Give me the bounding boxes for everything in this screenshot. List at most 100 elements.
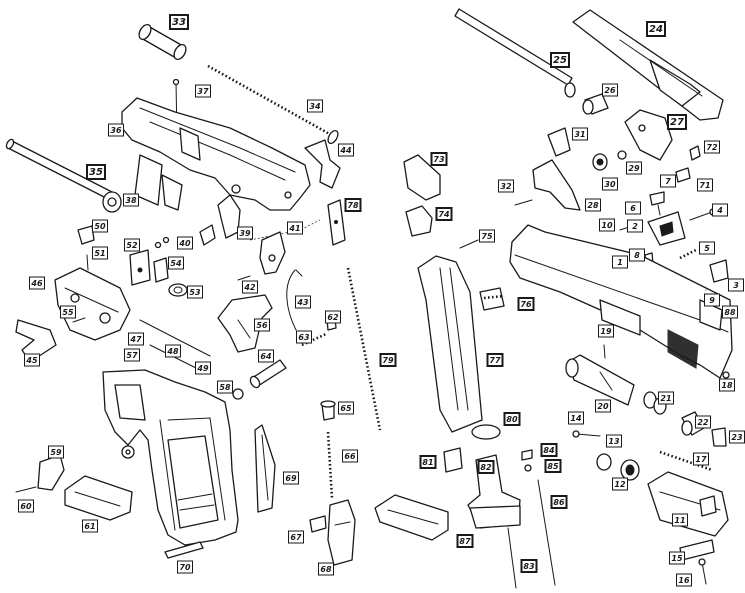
part-label-number: 31	[574, 130, 585, 139]
part-label-box	[165, 344, 181, 358]
part-label-19: 19	[598, 324, 614, 338]
part-15	[679, 539, 715, 561]
part-screw-40	[199, 224, 216, 246]
part-label-14: 14	[568, 411, 584, 425]
part-label-number: 3	[733, 281, 739, 290]
part-label-75: 75	[479, 229, 495, 243]
part-label-box	[697, 178, 713, 192]
part-label-number: 43	[296, 298, 309, 307]
part-knob-12	[620, 459, 640, 481]
part-label-box	[295, 295, 311, 309]
part-label-number: 53	[189, 288, 201, 297]
part-label-number: 7	[665, 177, 671, 186]
part-label-39: 39	[237, 226, 253, 240]
part-label-number: 6	[630, 204, 636, 213]
part-label-85: 85	[544, 459, 562, 473]
part-label-box	[712, 203, 728, 217]
part-label-43: 43	[295, 295, 311, 309]
part-label-number: 5	[704, 244, 710, 253]
part-label-box	[658, 391, 674, 405]
part-labels: 1234567891011121314151617181920212223242…	[18, 14, 745, 587]
part-label-box	[86, 164, 106, 180]
part-label-46: 46	[29, 276, 45, 290]
part-label-number: 41	[288, 224, 300, 233]
part-label-63: 63	[296, 330, 312, 344]
part-screw-58	[232, 388, 244, 400]
part-label-number: 87	[459, 537, 471, 546]
part-sear	[217, 194, 241, 239]
part-label-box	[599, 218, 615, 232]
part-label-number: 58	[219, 383, 231, 392]
part-bracket-28	[532, 159, 581, 211]
part-label-65: 65	[338, 401, 354, 415]
part-label-21: 21	[658, 391, 674, 405]
part-23	[711, 427, 727, 447]
part-label-12: 12	[612, 477, 628, 491]
part-bar-38	[134, 154, 183, 211]
part-label-number: 29	[628, 164, 640, 173]
part-label-box	[722, 305, 738, 319]
part-label-number: 20	[597, 402, 609, 411]
part-label-7: 7	[660, 174, 676, 188]
part-label-62: 62	[325, 310, 341, 324]
part-label-number: 26	[604, 86, 616, 95]
part-74	[405, 205, 433, 237]
part-screw-16	[698, 558, 707, 585]
part-label-box	[108, 123, 124, 137]
part-label-box	[646, 21, 666, 37]
part-label-box	[177, 560, 193, 574]
part-label-number: 85	[547, 462, 559, 471]
part-label-box	[669, 551, 685, 565]
part-clip-31	[547, 127, 571, 157]
part-label-74: 74	[435, 207, 453, 221]
part-label-2: 2	[627, 219, 643, 233]
part-label-26: 26	[602, 83, 618, 97]
part-label-box	[598, 324, 614, 338]
part-label-box	[124, 238, 140, 252]
part-label-67: 67	[288, 530, 304, 544]
part-label-box	[456, 534, 474, 548]
part-label-22: 22	[695, 415, 711, 429]
part-label-45: 45	[24, 353, 40, 367]
part-label-box	[124, 348, 140, 362]
part-label-box	[477, 460, 495, 474]
part-label-box	[572, 127, 588, 141]
part-label-41: 41	[287, 221, 303, 235]
part-cube-71	[675, 167, 691, 183]
part-label-number: 76	[520, 300, 532, 309]
part-label-83: 83	[520, 559, 538, 573]
part-label-42: 42	[242, 280, 258, 294]
part-label-35: 35	[86, 164, 106, 180]
part-label-box	[550, 495, 568, 509]
part-73	[403, 154, 441, 201]
part-label-9: 9	[704, 293, 720, 307]
part-barrel-25	[454, 8, 576, 98]
part-label-box	[568, 411, 584, 425]
part-label-37: 37	[195, 84, 211, 98]
part-label-66: 66	[342, 449, 358, 463]
part-label-box	[338, 143, 354, 157]
part-label-29: 29	[626, 161, 642, 175]
part-label-number: 47	[129, 335, 142, 344]
part-label-box	[177, 236, 193, 250]
part-label-box	[435, 207, 453, 221]
part-label-box	[602, 83, 618, 97]
part-label-27: 27	[667, 114, 687, 130]
part-label-1: 1	[612, 255, 628, 269]
part-label-number: 84	[543, 446, 555, 455]
part-label-69: 69	[283, 471, 299, 485]
part-screw-14	[572, 430, 601, 438]
part-cylinder-22	[681, 411, 705, 436]
part-mainspring-cap	[327, 199, 346, 246]
part-label-box	[520, 559, 538, 573]
part-label-number: 1	[617, 258, 623, 267]
part-label-box	[498, 179, 514, 193]
part-label-box	[479, 229, 495, 243]
part-label-77: 77	[486, 353, 504, 367]
part-label-box	[625, 201, 641, 215]
part-label-number: 59	[50, 448, 62, 457]
part-label-number: 9	[709, 296, 715, 305]
part-label-57: 57	[124, 348, 140, 362]
part-label-box	[728, 278, 744, 292]
part-label-6: 6	[625, 201, 641, 215]
